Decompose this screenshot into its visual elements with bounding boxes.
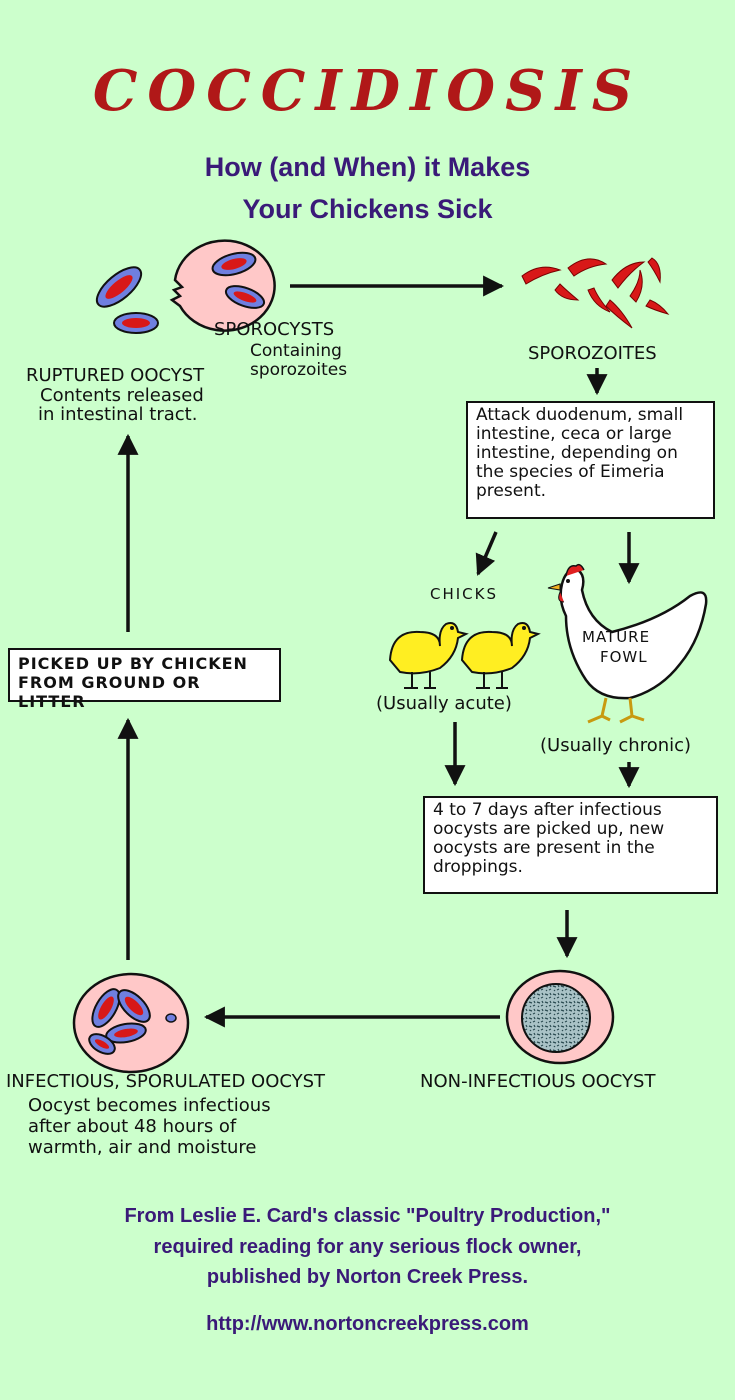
- attack-info-box: Attack duodenum, small intestine, ceca o…: [466, 401, 715, 519]
- footer-line-1: From Leslie E. Card's classic "Poultry P…: [124, 1205, 611, 1227]
- infectious-line-1: Oocyst becomes infectious: [28, 1095, 271, 1116]
- arrow-attack-to-chicks: [475, 531, 498, 576]
- attack-line-5: present.: [476, 481, 547, 501]
- infectious-line-3: warmth, air and moisture: [28, 1137, 257, 1158]
- sporocysts-line-2: sporozoites: [250, 360, 348, 380]
- sporocysts-title: SPOROCYSTS: [214, 319, 335, 340]
- footer-line-3: published by Norton Creek Press.: [206, 1266, 529, 1288]
- infectious-line-2: after about 48 hours of: [28, 1116, 237, 1137]
- mature-hen-drawing: [547, 563, 708, 724]
- subtitle-line-1: How (and When) it Makes: [204, 152, 531, 182]
- sporocysts-line-1: Containing: [250, 341, 342, 361]
- footer-url-link[interactable]: http://www.nortoncreekpress.com: [206, 1313, 529, 1335]
- days-line-1: 4 to 7 days after infectious: [433, 800, 662, 820]
- chicks-title: CHICKS: [430, 585, 499, 603]
- non-infectious-oocyst-drawing: [505, 969, 615, 1065]
- mature-fowl-line-2: FOWL: [600, 648, 648, 666]
- attack-line-1: Attack duodenum, small: [476, 405, 684, 425]
- picked-up-line-1: PICKED UP BY CHICKEN: [18, 654, 248, 673]
- infectious-oocyst-drawing: [72, 972, 190, 1074]
- non-infectious-title: NON-INFECTIOUS OOCYST: [420, 1071, 656, 1092]
- infectious-title: INFECTIOUS, SPORULATED OOCYST: [6, 1071, 326, 1092]
- chick-drawing-2: [460, 622, 541, 689]
- page-title: COCCIDIOSIS: [92, 58, 643, 124]
- ruptured-oocyst-line-1: Contents released: [40, 385, 204, 406]
- footer-line-2: required reading for any serious flock o…: [153, 1236, 582, 1258]
- attack-line-4: the species of Eimeria: [476, 462, 665, 482]
- mature-fowl-line-1: MATURE: [582, 628, 651, 646]
- chicks-note: (Usually acute): [376, 693, 512, 714]
- cycle-arrows: [117, 275, 640, 1028]
- days-line-4: droppings.: [433, 857, 523, 877]
- attack-line-2: intestine, ceca or large: [476, 424, 672, 444]
- chick-drawing-1: [388, 622, 469, 689]
- mature-fowl-note: (Usually chronic): [540, 735, 692, 756]
- days-line-2: oocysts are picked up, new: [433, 819, 665, 839]
- days-info-box: 4 to 7 days after infectious oocysts are…: [423, 796, 718, 894]
- sporocysts-drawing: [211, 251, 266, 309]
- ruptured-oocyst-title: RUPTURED OOCYST: [26, 365, 205, 386]
- attack-line-3: intestine, depending on: [476, 443, 678, 463]
- sporozoites-drawing: [521, 257, 670, 329]
- days-line-3: oocysts are present in the: [433, 838, 655, 858]
- ruptured-oocyst-line-2: in intestinal tract.: [38, 404, 198, 425]
- subtitle-line-2: Your Chickens Sick: [242, 194, 493, 224]
- picked-up-box: PICKED UP BY CHICKEN FROM GROUND OR LITT…: [8, 648, 281, 711]
- picked-up-line-2: FROM GROUND OR LITTER: [18, 673, 201, 711]
- sporozoites-title: SPOROZOITES: [528, 343, 657, 364]
